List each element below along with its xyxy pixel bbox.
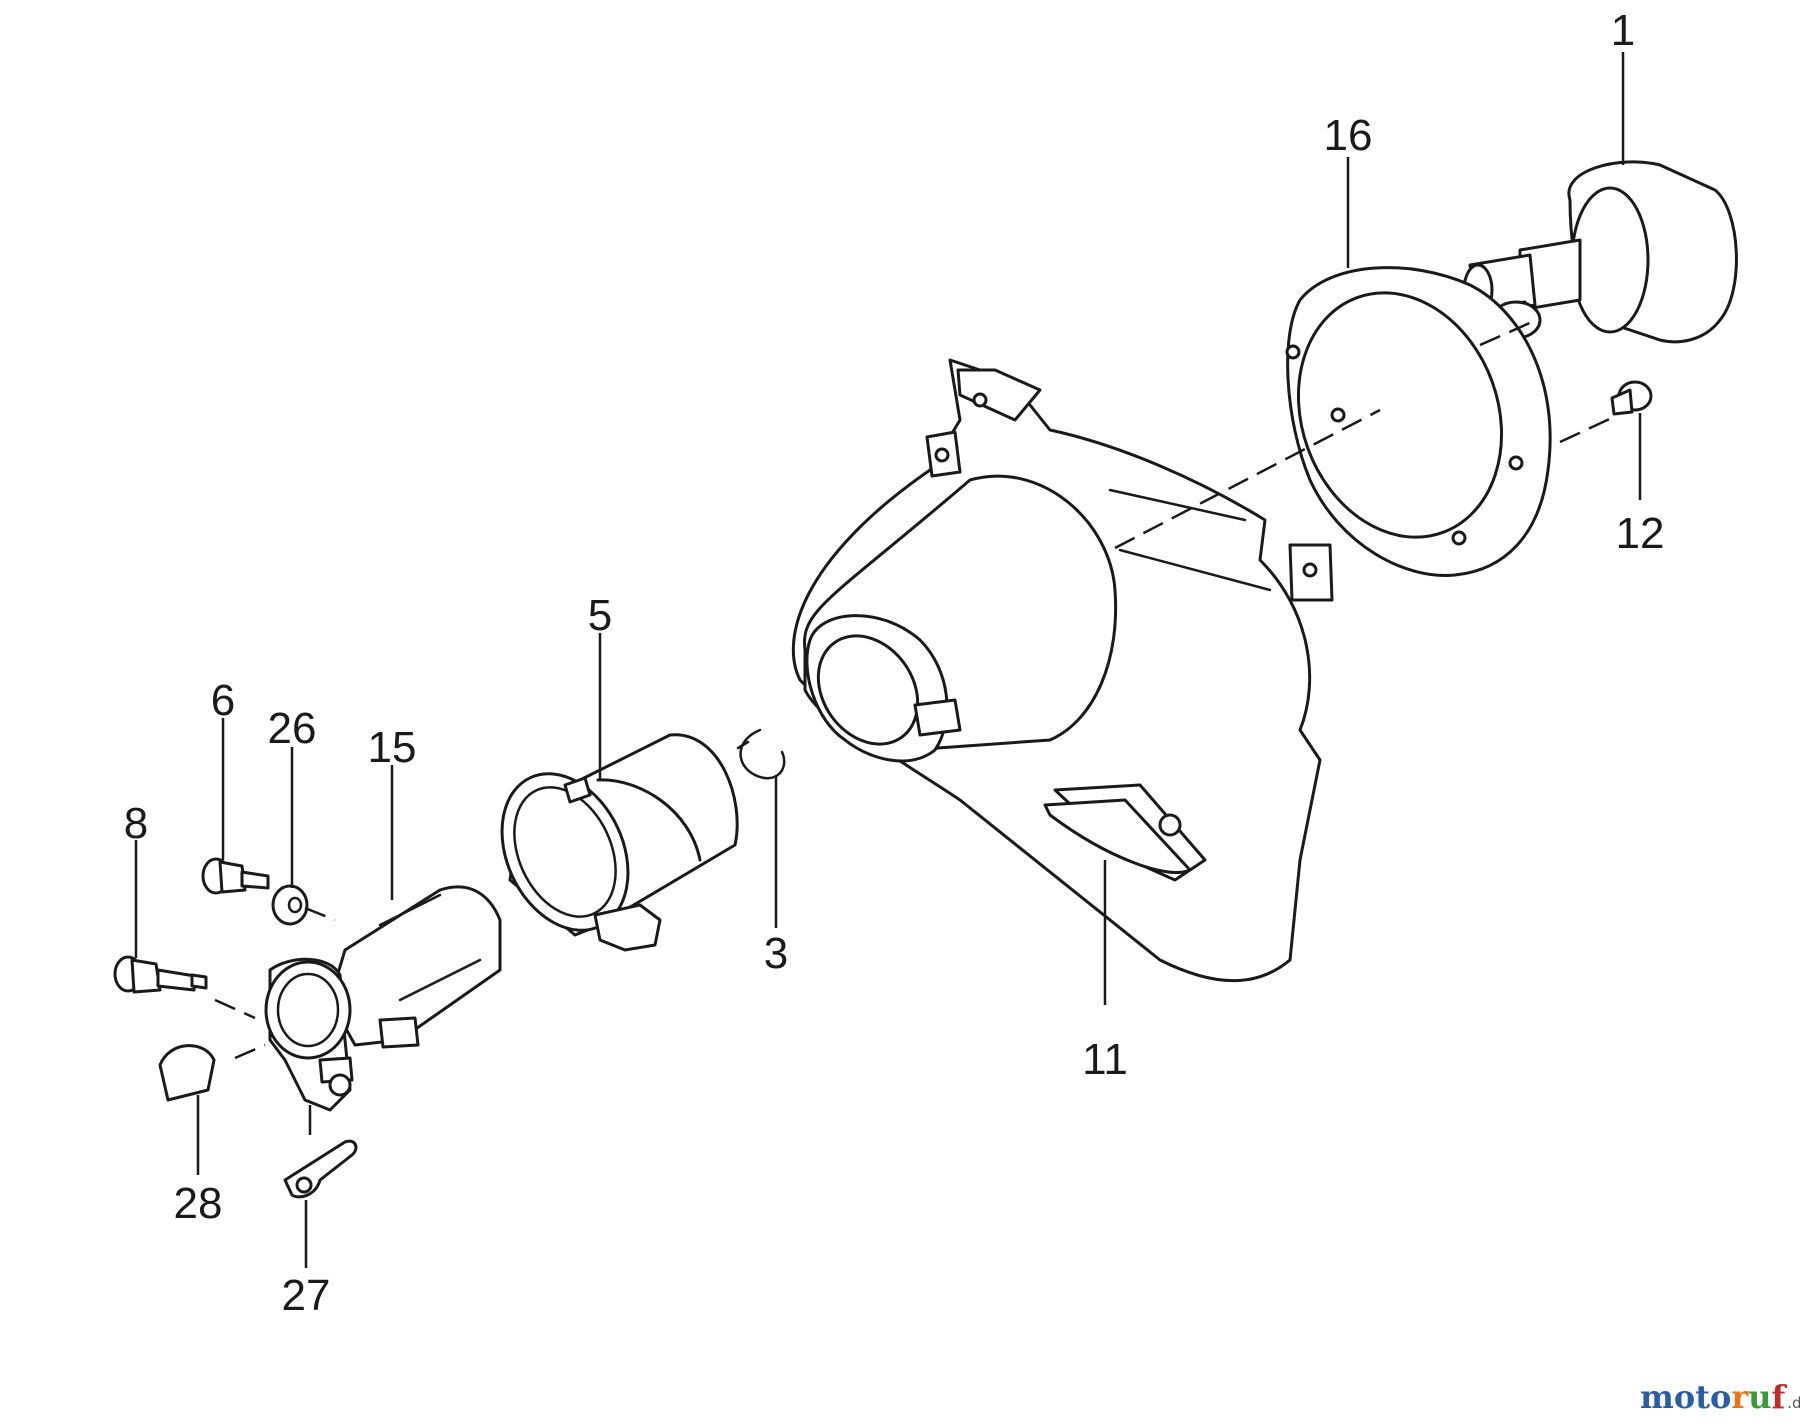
callout-5: 5 — [588, 591, 612, 640]
part-16-gasket — [1285, 266, 1552, 577]
leader-lines — [134, 52, 1642, 1268]
callout-6: 6 — [211, 676, 235, 725]
part-26-washer — [271, 884, 309, 926]
part-15-holder — [264, 885, 502, 1112]
callout-3: 3 — [764, 929, 788, 978]
motoruf-watermark: motoruf.de — [1640, 1378, 1800, 1416]
part-8-bolt — [113, 955, 208, 994]
callout-16: 16 — [1324, 111, 1373, 160]
callout-8: 8 — [124, 799, 148, 848]
watermark-brand: motoruf.de — [1640, 1378, 1800, 1416]
callout-12: 12 — [1616, 509, 1665, 558]
part-12-screw — [1610, 380, 1653, 416]
part-27-clip — [283, 1139, 358, 1199]
callout-1: 1 — [1611, 6, 1635, 55]
callout-15: 15 — [368, 723, 417, 772]
part-5-sleeve — [500, 733, 739, 952]
callout-11: 11 — [1082, 1035, 1128, 1084]
watermark-tld: .de — [1787, 1394, 1800, 1412]
callout-labels: 1 16 12 5 3 11 6 26 15 8 28 27 — [124, 6, 1665, 1320]
callout-28: 28 — [174, 1179, 223, 1228]
part-6-bolt — [201, 857, 270, 895]
callout-27: 27 — [282, 1271, 331, 1320]
part-28-key — [158, 1044, 216, 1102]
part-11-fan-housing — [791, 358, 1334, 983]
part-3-circlip — [736, 728, 786, 780]
callout-26: 26 — [268, 704, 317, 753]
